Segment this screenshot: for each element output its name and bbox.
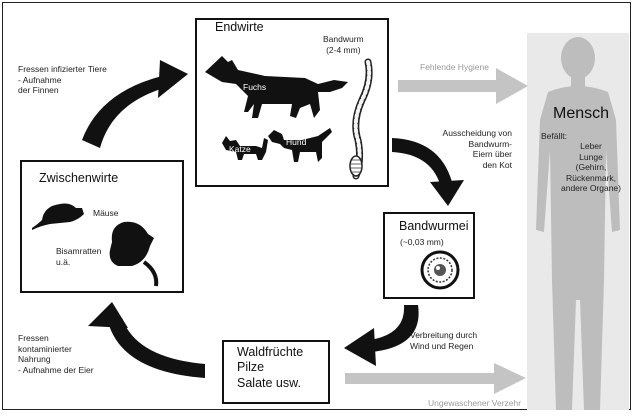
fox-silhouette	[205, 56, 348, 118]
muskrat-silhouette	[109, 221, 154, 266]
arrow-right-top	[392, 138, 464, 206]
caption-grey-top: Fehlende Hygiene	[420, 62, 489, 72]
caption-right-bottom: Verbreitung durch Wind und Regen	[410, 330, 478, 351]
cat-label: Katze	[229, 144, 251, 154]
mice-label: Mäuse	[93, 208, 119, 218]
muskrat-label: Bisamratten u.ä.	[56, 246, 102, 267]
waldfruechte-line3: Salate usw.	[237, 376, 301, 390]
waldfruechte-line1: Waldfrüchte	[237, 345, 304, 359]
mensch-title: Mensch	[553, 105, 610, 122]
zwischenwirte-box	[20, 160, 184, 293]
caption-bottom-left: Fressen kontaminierter Nahrung - Aufnahm…	[18, 333, 94, 375]
mouse-silhouette	[32, 203, 84, 230]
tapeworm-label: Bandwurm (2-4 mm)	[323, 34, 364, 55]
muskrat-tail	[142, 260, 159, 287]
waldfruechte-line2: Pilze	[237, 360, 265, 374]
endwirte-title: Endwirte	[215, 20, 264, 34]
caption-grey-bottom: Ungewaschener Verzehr	[428, 398, 522, 408]
fox-label: Fuchs	[243, 82, 267, 92]
cat-silhouette	[222, 136, 268, 160]
human-silhouette	[536, 37, 620, 410]
tapeworm-illustration	[349, 58, 373, 180]
zwischenwirte-title: Zwischenwirte	[39, 171, 119, 185]
caption-right-top: Ausscheidung von Bandwurm- Eiern über de…	[442, 128, 512, 170]
egg-illustration	[420, 250, 460, 290]
befaellt-label: Befällt:	[541, 131, 567, 141]
arrow-right-bottom	[344, 305, 419, 366]
arrow-top-left	[82, 60, 188, 148]
waldfruechte-box	[222, 340, 330, 404]
grey-arrow-top	[398, 68, 528, 104]
bandwurmei-size: (~0,03 mm)	[400, 237, 444, 247]
arrow-bottom-left	[88, 302, 205, 378]
organs-list: Leber Lunge (Gehirn, Rückenmark, andere …	[560, 141, 621, 193]
bandwurmei-title: Bandwurmei	[399, 219, 469, 233]
dog-silhouette	[268, 128, 332, 162]
caption-top-left: Fressen infizierter Tiere - Aufnahme der…	[18, 64, 107, 95]
grey-arrow-bottom	[345, 363, 526, 394]
dog-label: Hund	[286, 137, 307, 147]
